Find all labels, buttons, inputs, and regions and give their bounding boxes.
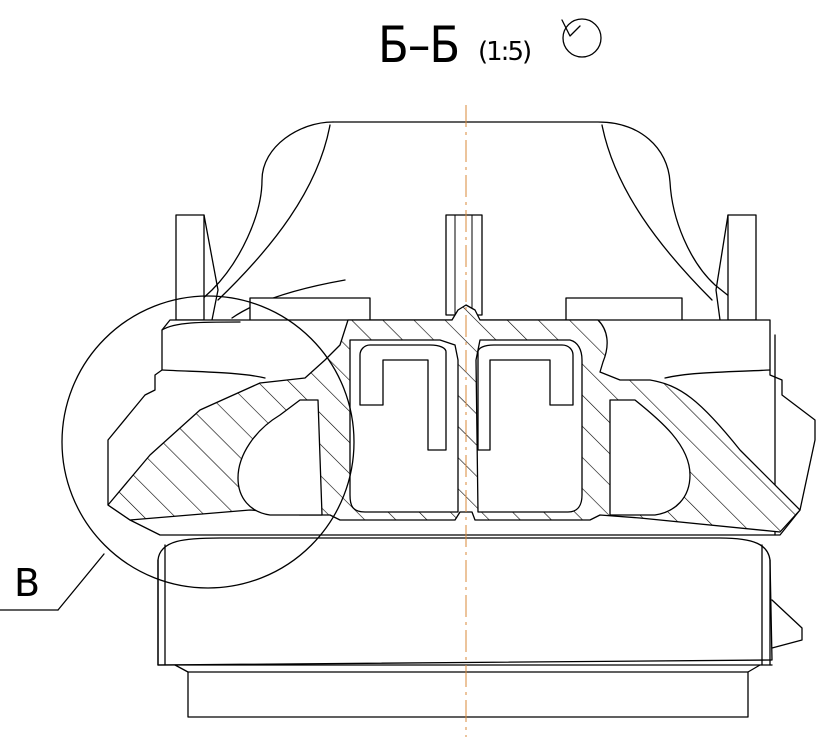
detail-callout: В [0, 295, 355, 611]
guide-posts [175, 214, 757, 321]
lower-housing [157, 537, 803, 718]
upper-body [184, 121, 741, 319]
scale-label: (1:5) [478, 37, 530, 67]
rotated-view-icon [561, 18, 602, 58]
hatched-section [107, 304, 801, 533]
section-title: Б–Б [378, 16, 459, 74]
detail-label: В [14, 561, 40, 605]
